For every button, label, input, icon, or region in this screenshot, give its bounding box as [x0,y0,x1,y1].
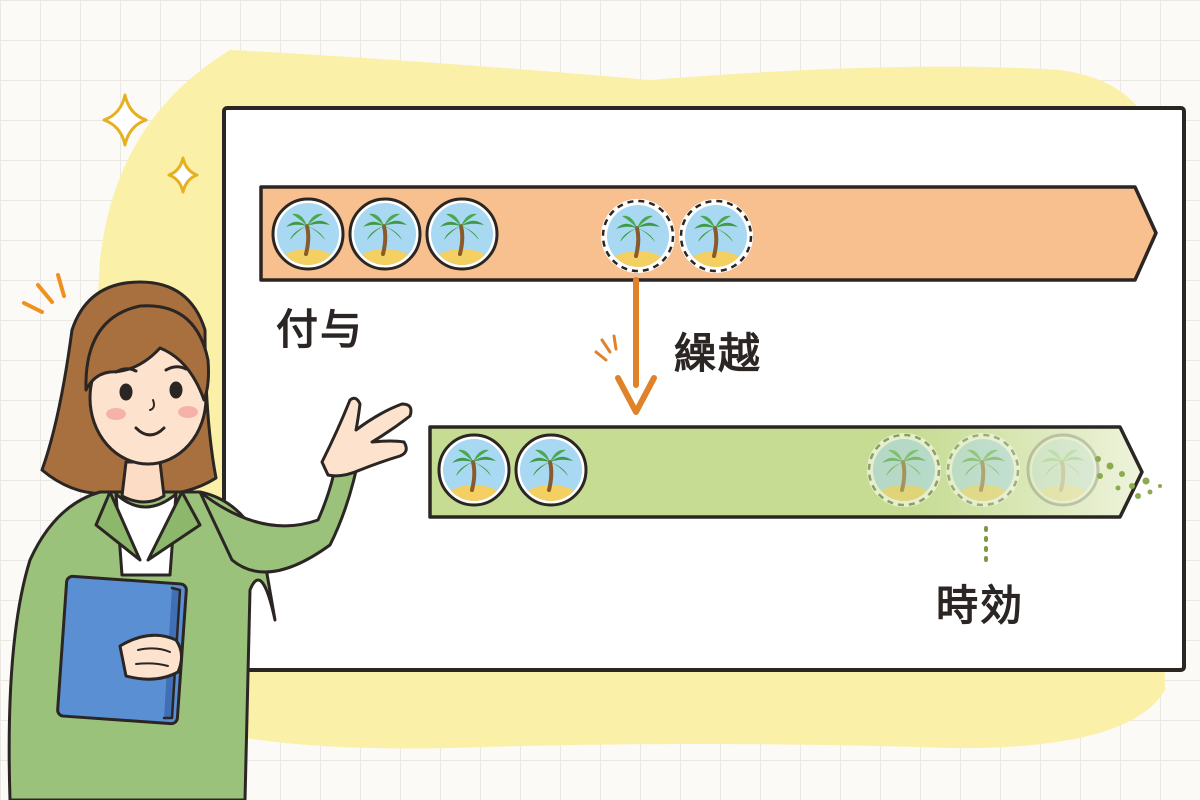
remaining-day-icon [516,435,586,507]
remaining-day-icon [439,435,509,507]
used-day-icon [427,199,497,271]
grant-label: 付与 [276,305,365,354]
sparkle-icon [167,156,199,194]
arrow-down-icon [594,277,657,415]
carryover-label: 繰越 [674,329,763,378]
expiry-label: 時効 [936,581,1025,630]
attention-lines [22,273,66,314]
granted-leave-bar [259,185,1158,282]
carried-day-icon [601,199,675,273]
sparkle-icon [102,93,148,147]
fading-day-icon [867,433,941,507]
fading-day-icon [946,433,1020,507]
carried-day-icon [679,199,753,273]
used-day-icon [350,199,420,271]
presenter [7,280,413,800]
carried-leave-bar [428,425,1162,519]
dissolving-dots [1095,456,1162,499]
used-day-icon [273,199,343,271]
expired-day-icon [1028,435,1098,507]
